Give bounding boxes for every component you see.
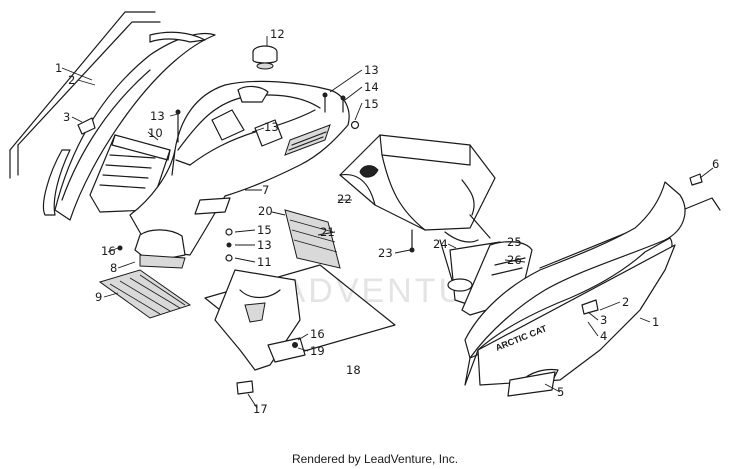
callout-3-left: 3	[63, 110, 70, 124]
callout-8: 8	[110, 261, 117, 275]
callout-23: 23	[378, 246, 393, 260]
callout-15-a: 15	[364, 97, 379, 111]
footer-credit: Rendered by LeadVenture, Inc.	[291, 452, 459, 466]
callout-17: 17	[253, 402, 268, 416]
callout-25: 25	[507, 235, 522, 249]
windshield-assembly	[9, 11, 216, 221]
callout-26: 26	[507, 253, 522, 267]
gauge-housing	[89, 134, 171, 213]
callout-6: 6	[712, 157, 719, 171]
callout-11: 11	[257, 255, 272, 269]
callout-5: 5	[557, 385, 564, 399]
callout-13-d: 13	[257, 238, 272, 252]
cover-panel	[284, 209, 341, 269]
callout-16-a: 16	[101, 244, 116, 258]
callout-21: 21	[320, 225, 335, 239]
vent-grille	[98, 269, 192, 319]
callout-4: 4	[600, 329, 607, 343]
callout-labels: 1 2 3 10 13 12 13 14 15 13 7 20 22 21 16…	[55, 27, 719, 416]
callout-15-b: 15	[257, 223, 272, 237]
callout-13-b: 13	[364, 63, 379, 77]
callout-2-left: 2	[68, 73, 75, 87]
leader-lines	[61, 36, 714, 409]
fasteners	[117, 92, 360, 262]
storage-tray	[339, 134, 496, 253]
callout-3-right: 3	[600, 313, 607, 327]
hood-assembly	[129, 80, 350, 269]
callout-22: 22	[337, 192, 352, 206]
callout-1-right: 1	[652, 315, 659, 329]
callout-13-c: 13	[264, 120, 279, 134]
callout-24: 24	[433, 237, 448, 251]
callout-9: 9	[95, 290, 102, 304]
callout-20: 20	[258, 204, 273, 218]
callout-16-b: 16	[310, 327, 325, 341]
fuel-cap	[252, 45, 278, 70]
callout-12: 12	[270, 27, 285, 41]
lower-nose	[204, 264, 396, 395]
callout-10: 10	[148, 126, 163, 140]
callout-19: 19	[310, 344, 325, 358]
callout-1-left: 1	[55, 61, 62, 75]
callout-14: 14	[364, 80, 379, 94]
side-panel	[464, 173, 721, 397]
callout-2-right: 2	[622, 295, 629, 309]
callout-18: 18	[346, 363, 361, 377]
callout-7: 7	[262, 183, 269, 197]
callout-13-a: 13	[150, 109, 165, 123]
